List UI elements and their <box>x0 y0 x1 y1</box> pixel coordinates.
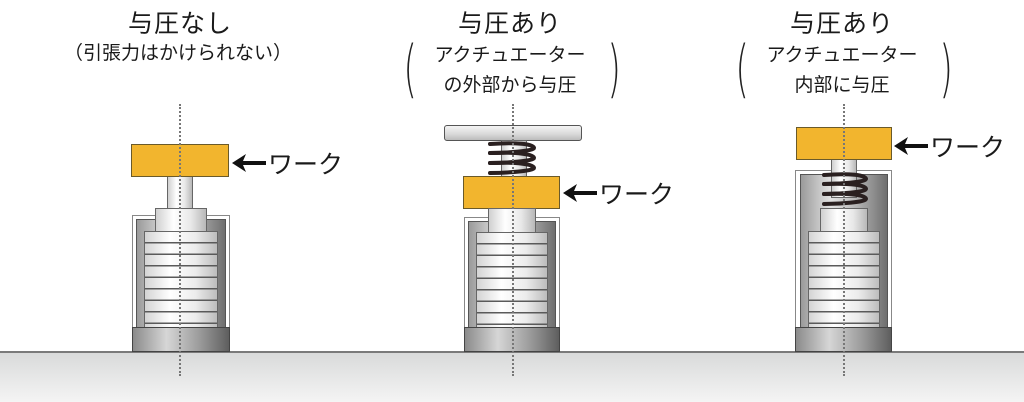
arrow-left-icon <box>563 184 597 202</box>
panel3-open-paren: ( <box>735 32 749 105</box>
base-flange <box>132 327 230 352</box>
panel2-open-paren: ( <box>403 32 417 105</box>
panel1-subtitle: （引張力はかけられない） <box>63 42 292 64</box>
center-axis <box>843 104 845 376</box>
panel2-title: 与圧あり <box>457 9 562 38</box>
work-label-text: ワーク <box>268 150 344 179</box>
work-label: ワーク <box>232 145 343 181</box>
spring-icon <box>822 172 869 206</box>
arrow-left-icon <box>232 154 266 172</box>
panel3-subtitle-line1: アクチュエーター <box>766 44 918 66</box>
work-label-text: ワーク <box>599 180 675 209</box>
arrow-left-icon <box>894 137 928 155</box>
work-label: ワーク <box>894 128 1005 164</box>
panel3-close-paren: ) <box>939 32 953 105</box>
work-label: ワーク <box>563 175 674 211</box>
spring-icon <box>488 141 537 175</box>
piezo-stack <box>144 231 218 330</box>
panel2-close-paren: ) <box>607 32 621 105</box>
panel2-subtitle-line2: の外部から与圧 <box>443 74 577 96</box>
work-label-text: ワーク <box>930 133 1006 162</box>
panel3-subtitle-line2: 内部に与圧 <box>794 74 890 96</box>
panel2-subtitle-line1: アクチュエーター <box>434 44 586 66</box>
panel1-title: 与圧なし <box>127 9 232 38</box>
shoulder <box>155 208 207 232</box>
panel3-title: 与圧あり <box>789 9 894 38</box>
center-axis <box>179 104 181 376</box>
center-axis <box>512 104 514 376</box>
